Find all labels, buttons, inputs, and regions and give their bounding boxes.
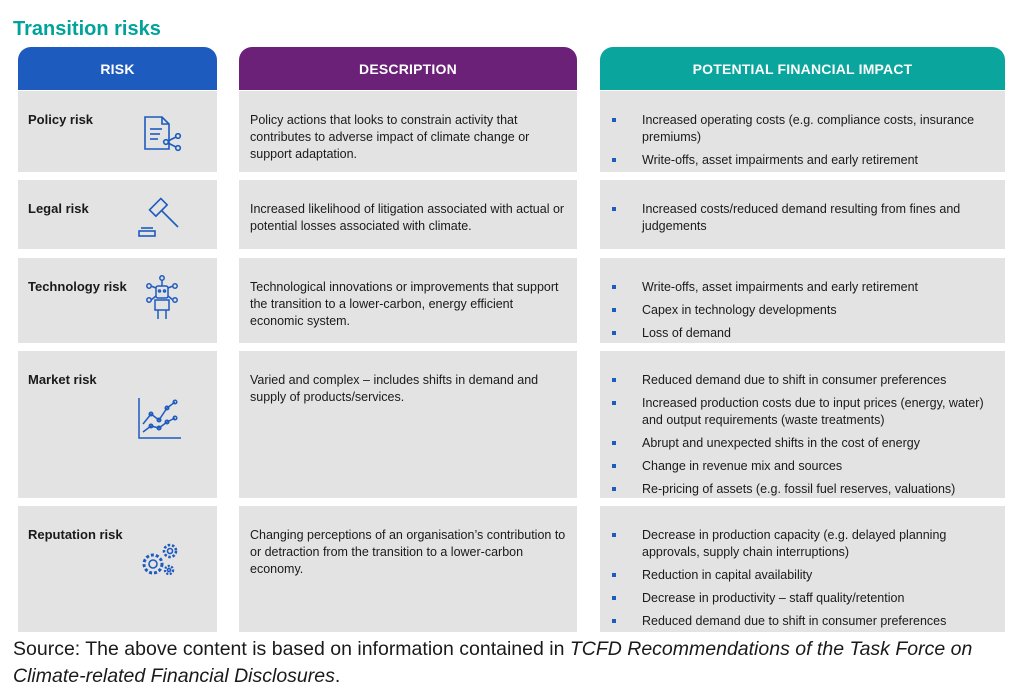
bullet-icon bbox=[612, 285, 616, 289]
bullet-icon bbox=[612, 331, 616, 335]
list-item: Capex in technology developments bbox=[610, 302, 997, 319]
bullet-icon bbox=[612, 487, 616, 491]
list-item: Reduction in capital availability bbox=[610, 567, 997, 584]
bullet-icon bbox=[612, 533, 616, 537]
bullet-icon bbox=[612, 596, 616, 600]
impact-text: Decrease in productivity – staff quality… bbox=[642, 591, 905, 605]
source-note: Source: The above content is based on in… bbox=[13, 636, 1018, 690]
impact-text: Reduced demand due to shift in consumer … bbox=[642, 373, 947, 387]
impact-cell: Increased operating costs (e.g. complian… bbox=[600, 91, 1005, 172]
table-row-legal-risk: Legal risk bbox=[18, 180, 217, 249]
description-cell: Increased likelihood of litigation assoc… bbox=[239, 180, 577, 249]
impact-column-header: POTENTIAL FINANCIAL IMPACT bbox=[600, 47, 1005, 90]
bullet-icon bbox=[612, 118, 616, 122]
list-item: Write-offs, asset impairments and early … bbox=[610, 279, 997, 296]
robot-network-icon bbox=[144, 274, 180, 322]
risk-name: Policy risk bbox=[28, 112, 94, 127]
impact-text: Write-offs, asset impairments and early … bbox=[642, 153, 919, 167]
description-cell: Changing perceptions of an organisation’… bbox=[239, 506, 577, 632]
list-item: Increased production costs due to input … bbox=[610, 395, 997, 429]
impact-text: Increased operating costs (e.g. complian… bbox=[642, 113, 975, 144]
risk-name: Market risk bbox=[28, 372, 97, 387]
impact-cell: Reduced demand due to shift in consumer … bbox=[600, 351, 1005, 498]
list-item: Reduced demand due to shift in consumer … bbox=[610, 613, 997, 630]
impact-text: Capex in technology developments bbox=[642, 303, 837, 317]
impact-text: Change in revenue mix and sources bbox=[642, 459, 843, 473]
bullet-icon bbox=[612, 308, 616, 312]
bullet-icon bbox=[612, 158, 616, 162]
impact-cell: Increased costs/reduced demand resulting… bbox=[600, 180, 1005, 249]
table-row-technology-risk: Technology risk bbox=[18, 258, 217, 343]
risk-column-header: RISK bbox=[18, 47, 217, 90]
impact-text: Loss of demand bbox=[642, 326, 731, 340]
table-row-market-risk: Market risk bbox=[18, 351, 217, 498]
source-suffix: . bbox=[334, 665, 341, 687]
gavel-icon bbox=[138, 193, 184, 239]
list-item: Loss of demand bbox=[610, 325, 997, 342]
impact-cell: Write-offs, asset impairments and early … bbox=[600, 258, 1005, 343]
impact-text: Increased costs/reduced demand resulting… bbox=[642, 202, 961, 233]
source-citation: TCFD Recommendations of the Task Force o… bbox=[13, 638, 973, 687]
list-item: Increased costs/reduced demand resulting… bbox=[610, 201, 997, 235]
document-network-icon bbox=[142, 115, 184, 155]
bullet-icon bbox=[612, 619, 616, 623]
risk-name: Reputation risk bbox=[28, 527, 123, 542]
impact-text: Increased production costs due to input … bbox=[642, 396, 984, 427]
table-row-policy-risk: Policy risk bbox=[18, 91, 217, 172]
table-row-reputation-risk: Reputation risk bbox=[18, 506, 217, 632]
impact-text: Re-pricing of assets (e.g. fossil fuel r… bbox=[642, 482, 956, 496]
page-title: Transition risks bbox=[13, 18, 161, 40]
line-chart-icon bbox=[137, 396, 183, 440]
list-item: Write-offs, asset impairments and early … bbox=[610, 152, 997, 169]
list-item: Decrease in production capacity (e.g. de… bbox=[610, 527, 997, 561]
description-cell: Varied and complex – includes shifts in … bbox=[239, 351, 577, 498]
bullet-icon bbox=[612, 207, 616, 211]
description-cell: Policy actions that looks to constrain a… bbox=[239, 91, 577, 172]
list-item: Re-pricing of assets (e.g. fossil fuel r… bbox=[610, 481, 997, 498]
list-item: Decrease in productivity – staff quality… bbox=[610, 590, 997, 607]
description-column-header: DESCRIPTION bbox=[239, 47, 577, 90]
list-item: Reduced demand due to shift in consumer … bbox=[610, 372, 997, 389]
bullet-icon bbox=[612, 441, 616, 445]
source-prefix: Source: The above content is based on in… bbox=[13, 638, 570, 660]
list-item: Increased operating costs (e.g. complian… bbox=[610, 112, 997, 146]
impact-text: Decrease in production capacity (e.g. de… bbox=[642, 528, 947, 559]
impact-text: Write-offs, asset impairments and early … bbox=[642, 280, 919, 294]
list-item: Abrupt and unexpected shifts in the cost… bbox=[610, 435, 997, 452]
impact-text: Reduced demand due to shift in consumer … bbox=[642, 614, 947, 628]
bullet-icon bbox=[612, 573, 616, 577]
impact-cell: Decrease in production capacity (e.g. de… bbox=[600, 506, 1005, 632]
bullet-icon bbox=[612, 401, 616, 405]
impact-text: Abrupt and unexpected shifts in the cost… bbox=[642, 436, 920, 450]
gears-icon bbox=[138, 542, 182, 580]
impact-text: Reduction in capital availability bbox=[642, 568, 813, 582]
bullet-icon bbox=[612, 378, 616, 382]
bullet-icon bbox=[612, 464, 616, 468]
risk-name: Legal risk bbox=[28, 201, 89, 216]
list-item: Change in revenue mix and sources bbox=[610, 458, 997, 475]
description-cell: Technological innovations or improvement… bbox=[239, 258, 577, 343]
risk-name: Technology risk bbox=[28, 279, 127, 294]
